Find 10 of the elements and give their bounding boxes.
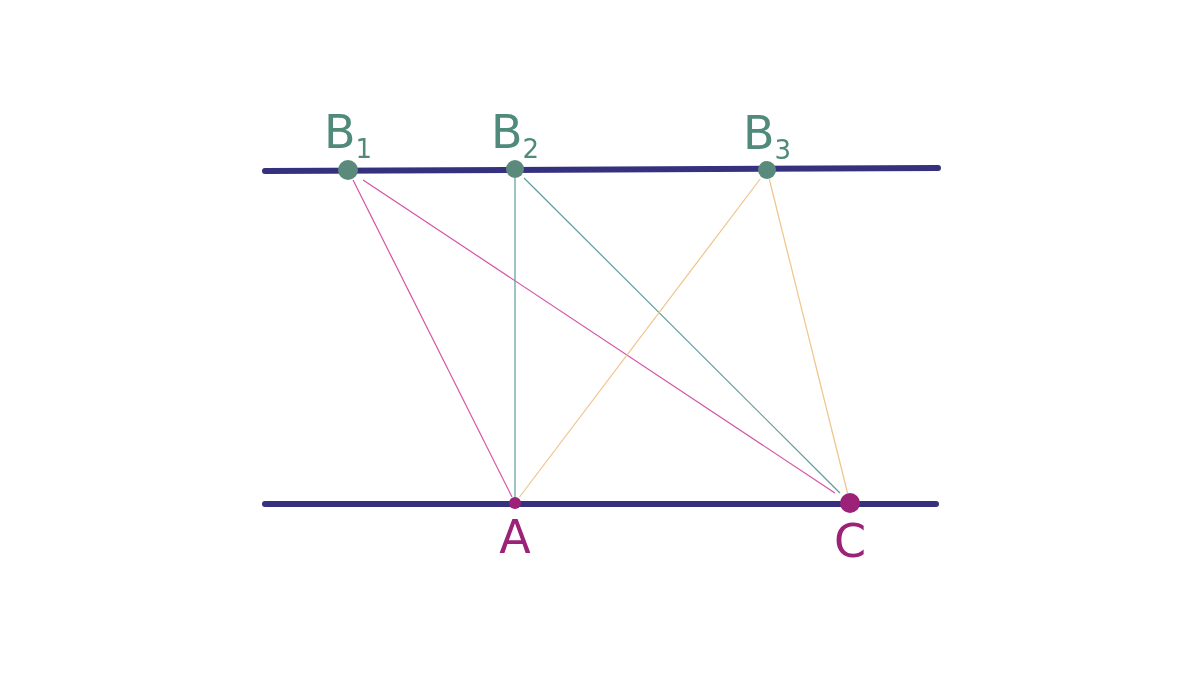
point-label: B$_{3}$ — [742, 105, 792, 161]
line-segment — [518, 178, 761, 498]
point-label: A — [499, 509, 531, 565]
point-label: B$_{1}$ — [323, 104, 373, 160]
point-label: C — [833, 513, 867, 569]
line-segment — [362, 179, 836, 494]
line-segment — [352, 179, 513, 498]
line-segment — [523, 177, 841, 494]
point-label: B$_{2}$ — [490, 104, 540, 160]
line-segment — [768, 178, 849, 494]
